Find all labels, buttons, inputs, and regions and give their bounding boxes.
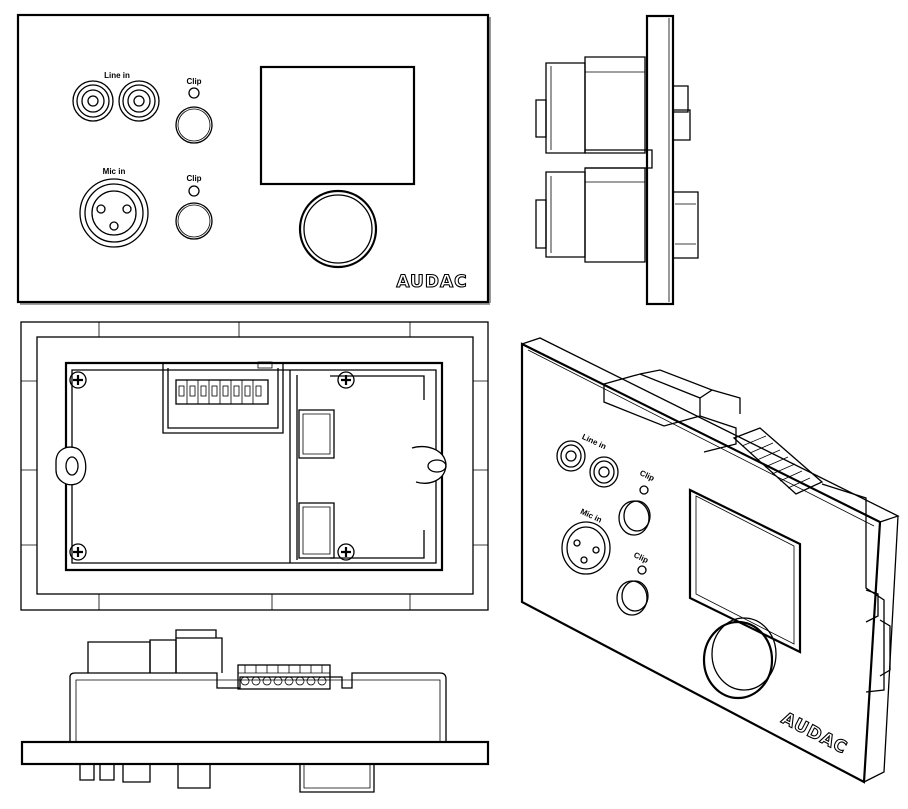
perspective-clip-led-bottom bbox=[637, 565, 647, 575]
line-level-knob bbox=[175, 106, 213, 144]
rca-jack-left bbox=[72, 80, 114, 122]
perspective-clip-led-top bbox=[639, 485, 649, 495]
brand-logo-front: AUDAC bbox=[396, 272, 467, 292]
perspective-encoder-knob bbox=[702, 617, 777, 700]
top-view bbox=[20, 629, 490, 793]
screw-bottom-left bbox=[69, 543, 87, 561]
clip-led-bottom bbox=[188, 185, 200, 197]
terminal-block-top bbox=[237, 664, 331, 690]
perspective-clip-label-bottom: Clip bbox=[632, 550, 650, 565]
xlr-connector bbox=[79, 178, 149, 248]
rca-jack-right bbox=[118, 80, 160, 122]
rotary-encoder-knob bbox=[298, 189, 378, 269]
front-panel-outline bbox=[16, 13, 490, 304]
rear-view bbox=[20, 321, 489, 611]
line-in-label: Line in bbox=[104, 71, 130, 80]
clip-label-top: Clip bbox=[186, 77, 201, 86]
screw-top-left bbox=[69, 371, 87, 389]
perspective-xlr bbox=[561, 521, 611, 575]
perspective-rca-right bbox=[589, 456, 619, 488]
front-view: Line in Clip Mic in Clip AUD bbox=[16, 13, 491, 305]
clip-label-bottom: Clip bbox=[186, 174, 201, 183]
mic-in-label: Mic in bbox=[103, 167, 126, 176]
brand-logo-perspective: AUDAC bbox=[778, 708, 851, 758]
perspective-view: Line in Clip Mic in Clip bbox=[520, 337, 900, 784]
perspective-clip-label-top: Clip bbox=[638, 468, 656, 483]
screw-bottom-right bbox=[337, 543, 355, 561]
perspective-knob-bottom bbox=[616, 580, 649, 616]
display-screen bbox=[259, 65, 416, 186]
top-faceplate bbox=[20, 740, 490, 766]
perspective-line-in-label: Line in bbox=[580, 432, 607, 451]
side-faceplate bbox=[645, 14, 675, 306]
perspective-display bbox=[688, 488, 802, 654]
perspective-faceplate bbox=[520, 342, 882, 784]
mic-level-knob bbox=[175, 202, 213, 240]
terminal-block-rear bbox=[175, 379, 269, 405]
side-view bbox=[535, 14, 699, 306]
terminal-block-perspective bbox=[732, 427, 824, 495]
clip-led-top bbox=[188, 87, 200, 99]
perspective-rca-left bbox=[556, 440, 586, 472]
perspective-knob-top bbox=[618, 500, 651, 536]
rear-outer-frame bbox=[20, 321, 489, 611]
screw-top-right bbox=[337, 371, 355, 389]
